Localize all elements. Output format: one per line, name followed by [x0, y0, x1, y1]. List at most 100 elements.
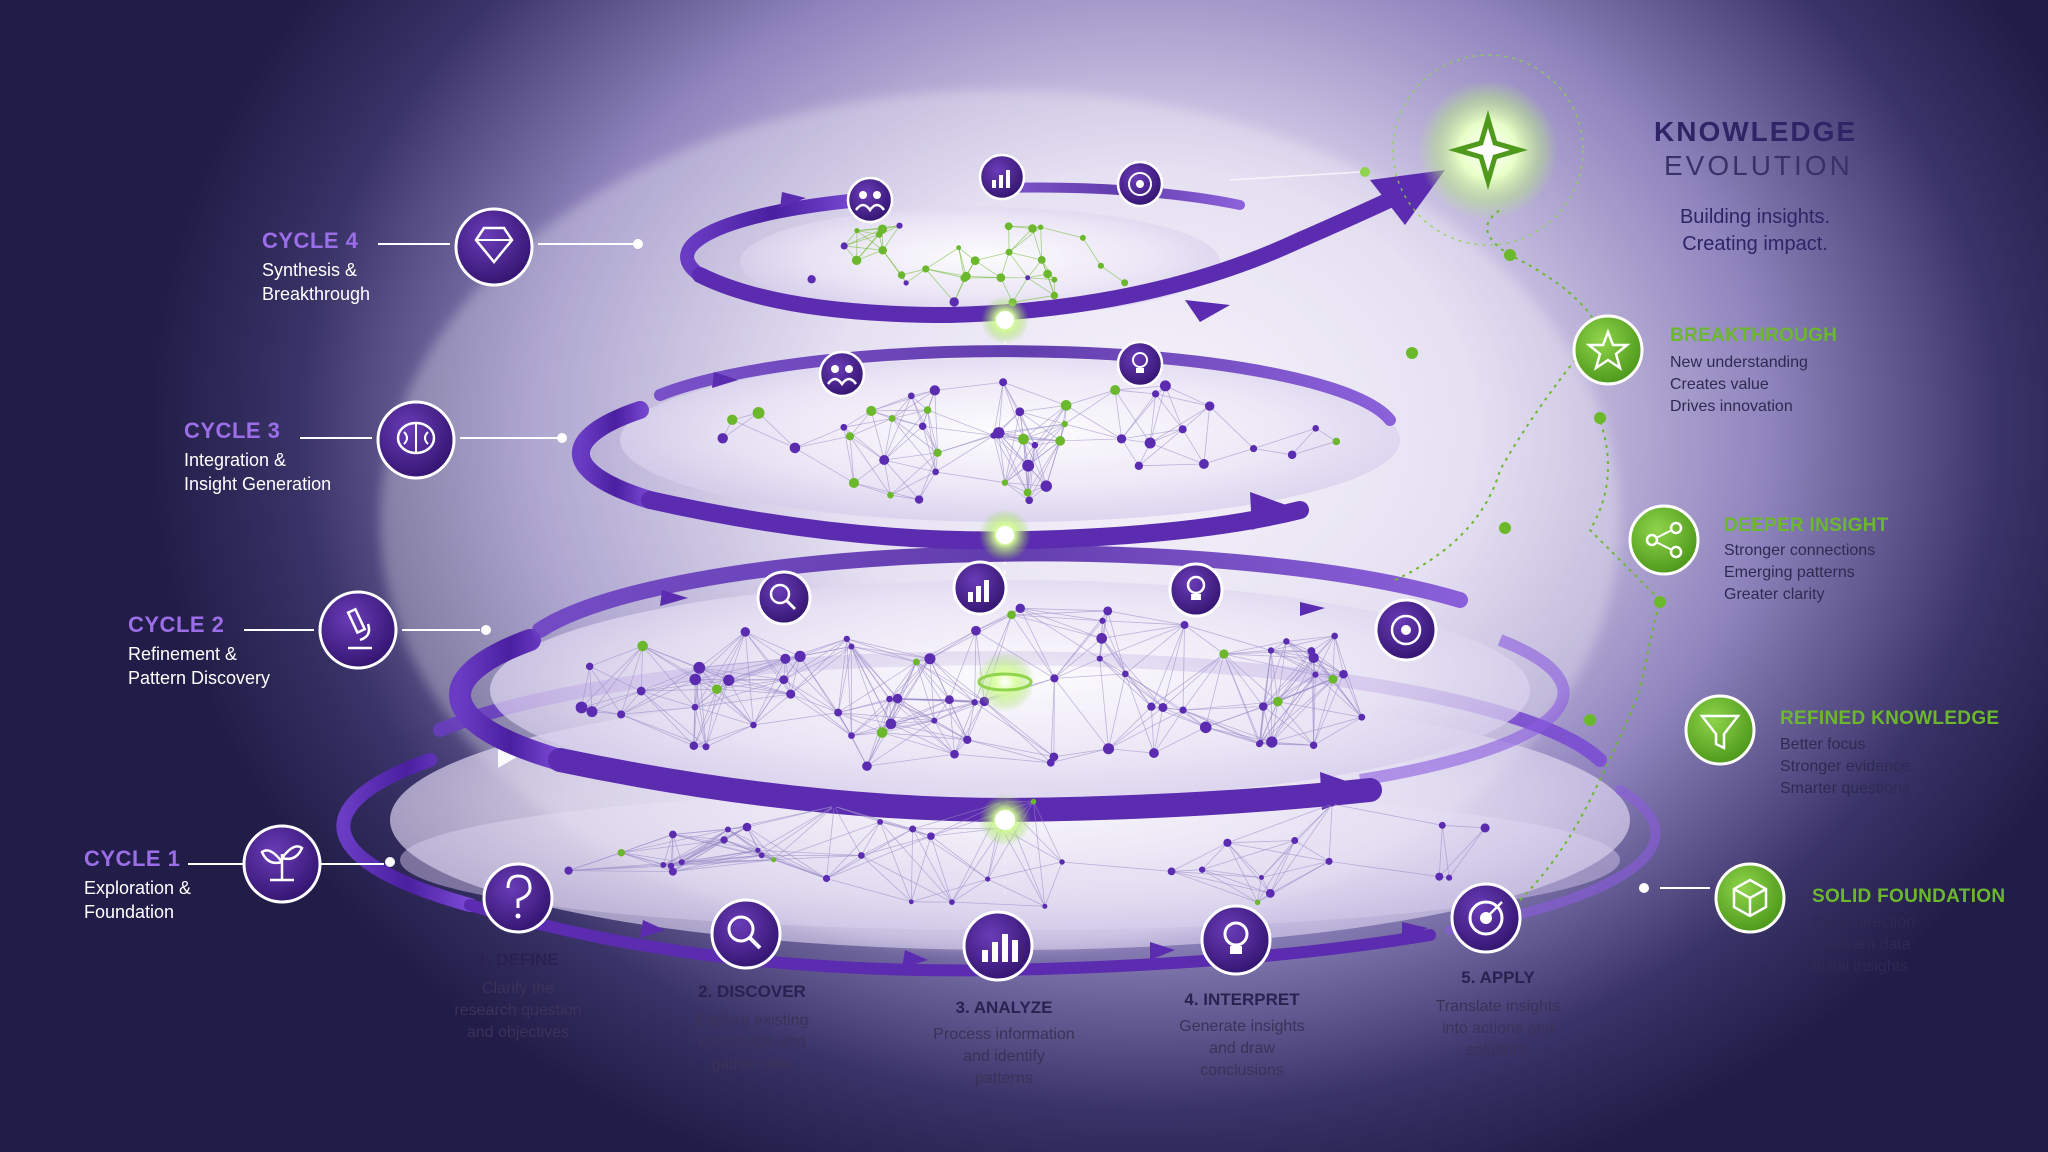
network-node	[1028, 224, 1037, 233]
network-node	[1312, 425, 1319, 432]
outcome-deeper-insight-line-2: Emerging patterns	[1724, 562, 1855, 584]
outcome-deeper-insight-title: DEEPER INSIGHT	[1724, 515, 1889, 537]
network-node	[1147, 702, 1155, 710]
network-node	[1098, 263, 1104, 269]
outcome-deeper-insight-line-1: Stronger connections	[1724, 540, 1875, 562]
network-node	[823, 875, 830, 882]
network-node	[840, 424, 847, 431]
network-node	[1051, 292, 1058, 299]
step-2-title: 2. DISCOVER	[652, 982, 852, 1002]
network-node	[993, 427, 1004, 438]
outcome-solid-foundation-title: SOLID FOUNDATION	[1812, 886, 2005, 908]
network-node	[852, 256, 861, 265]
page-title-line-2: EVOLUTION	[1664, 150, 1853, 182]
target-small-icon	[1118, 162, 1162, 206]
step-1-line-2: research question	[418, 1000, 618, 1022]
network-node	[949, 899, 955, 905]
network-node	[1358, 714, 1365, 721]
network-node	[1435, 873, 1443, 881]
team-icon	[848, 178, 892, 222]
network-node	[1135, 462, 1143, 470]
network-node	[1223, 839, 1231, 847]
network-node	[1312, 672, 1318, 678]
network-node	[956, 245, 961, 250]
network-node	[779, 675, 788, 684]
network-node	[1273, 697, 1283, 707]
network-node	[750, 722, 757, 729]
network-node	[886, 696, 893, 703]
network-node	[1002, 479, 1008, 485]
network-node	[1007, 610, 1016, 619]
network-node	[1179, 425, 1187, 433]
outcome-solid-foundation-line-1: Clear direction	[1812, 912, 1915, 934]
network-node	[1268, 647, 1274, 653]
step-1-line-1: Clarify the	[418, 978, 618, 1000]
network-node	[690, 741, 699, 750]
network-node	[637, 687, 646, 696]
network-node	[1032, 442, 1039, 449]
network-node	[1310, 742, 1317, 749]
network-node	[1043, 270, 1052, 279]
network-node	[848, 644, 854, 650]
network-node	[896, 223, 902, 229]
network-node	[876, 231, 883, 238]
network-node	[931, 718, 937, 724]
network-node	[771, 857, 776, 862]
network-node	[908, 393, 915, 400]
network-node	[1200, 721, 1212, 733]
network-node	[1121, 279, 1128, 286]
network-node	[1181, 621, 1189, 629]
network-node	[999, 378, 1007, 386]
network-node	[858, 852, 865, 859]
outcome-breakthrough-line-2: Creates value	[1670, 374, 1769, 396]
network-node	[703, 743, 710, 750]
cycle-2-subtitle-line-1: Refinement &	[128, 642, 368, 666]
cycle-2-subtitle: Refinement & Pattern Discovery	[128, 642, 368, 690]
network-node	[932, 468, 939, 475]
network-node	[1481, 823, 1490, 832]
step-3-line-2: and identify	[904, 1046, 1104, 1068]
outcome-refined-knowledge-line-1: Better focus	[1780, 734, 1865, 756]
network-node	[741, 627, 750, 636]
network-node	[1122, 671, 1129, 678]
bar-chart-small-icon	[954, 562, 1006, 614]
outcome-solid-foundation-line-3: Initial insights	[1812, 956, 1908, 978]
target-cycle-2-icon	[1376, 600, 1436, 660]
network-node	[909, 825, 916, 832]
cycle-3-ring	[581, 351, 1400, 540]
step-3-line-1: Process information	[904, 1024, 1104, 1046]
network-node	[564, 866, 572, 874]
step-4-line-2: and draw	[1142, 1038, 1342, 1060]
network-node	[1016, 604, 1025, 613]
tagline-line-1: Building insights.	[1664, 204, 1846, 231]
step-2-line-2: knowledge and	[652, 1032, 852, 1054]
network-node	[1205, 401, 1214, 410]
network-node	[618, 849, 625, 856]
network-node	[1325, 858, 1332, 865]
step-3-description: Process information and identify pattern…	[904, 1024, 1104, 1090]
network-node	[832, 804, 837, 809]
network-node	[743, 823, 752, 832]
network-node	[723, 675, 734, 686]
network-node	[841, 242, 848, 249]
tagline-line-2: Creating impact.	[1664, 231, 1846, 258]
network-node	[848, 732, 855, 739]
network-node	[780, 654, 790, 664]
network-node	[753, 407, 765, 419]
network-node	[889, 415, 896, 422]
network-node	[877, 727, 888, 738]
network-node	[1266, 889, 1275, 898]
funnel-icon	[1686, 696, 1754, 764]
step-5-line-2: into actions and	[1398, 1018, 1598, 1040]
network-node	[794, 651, 805, 662]
network-node	[1330, 802, 1335, 807]
tagline: Building insights. Creating impact.	[1664, 204, 1846, 258]
network-node	[1117, 434, 1126, 443]
network-node	[1309, 653, 1319, 663]
network-node	[1283, 638, 1290, 645]
cycle-1-subtitle-line-1: Exploration &	[84, 876, 324, 900]
network-node	[693, 662, 705, 674]
network-node	[945, 695, 954, 704]
cycle-4-subtitle-line-2: Breakthrough	[262, 282, 502, 306]
step-4-line-3: conclusions	[1142, 1060, 1342, 1082]
